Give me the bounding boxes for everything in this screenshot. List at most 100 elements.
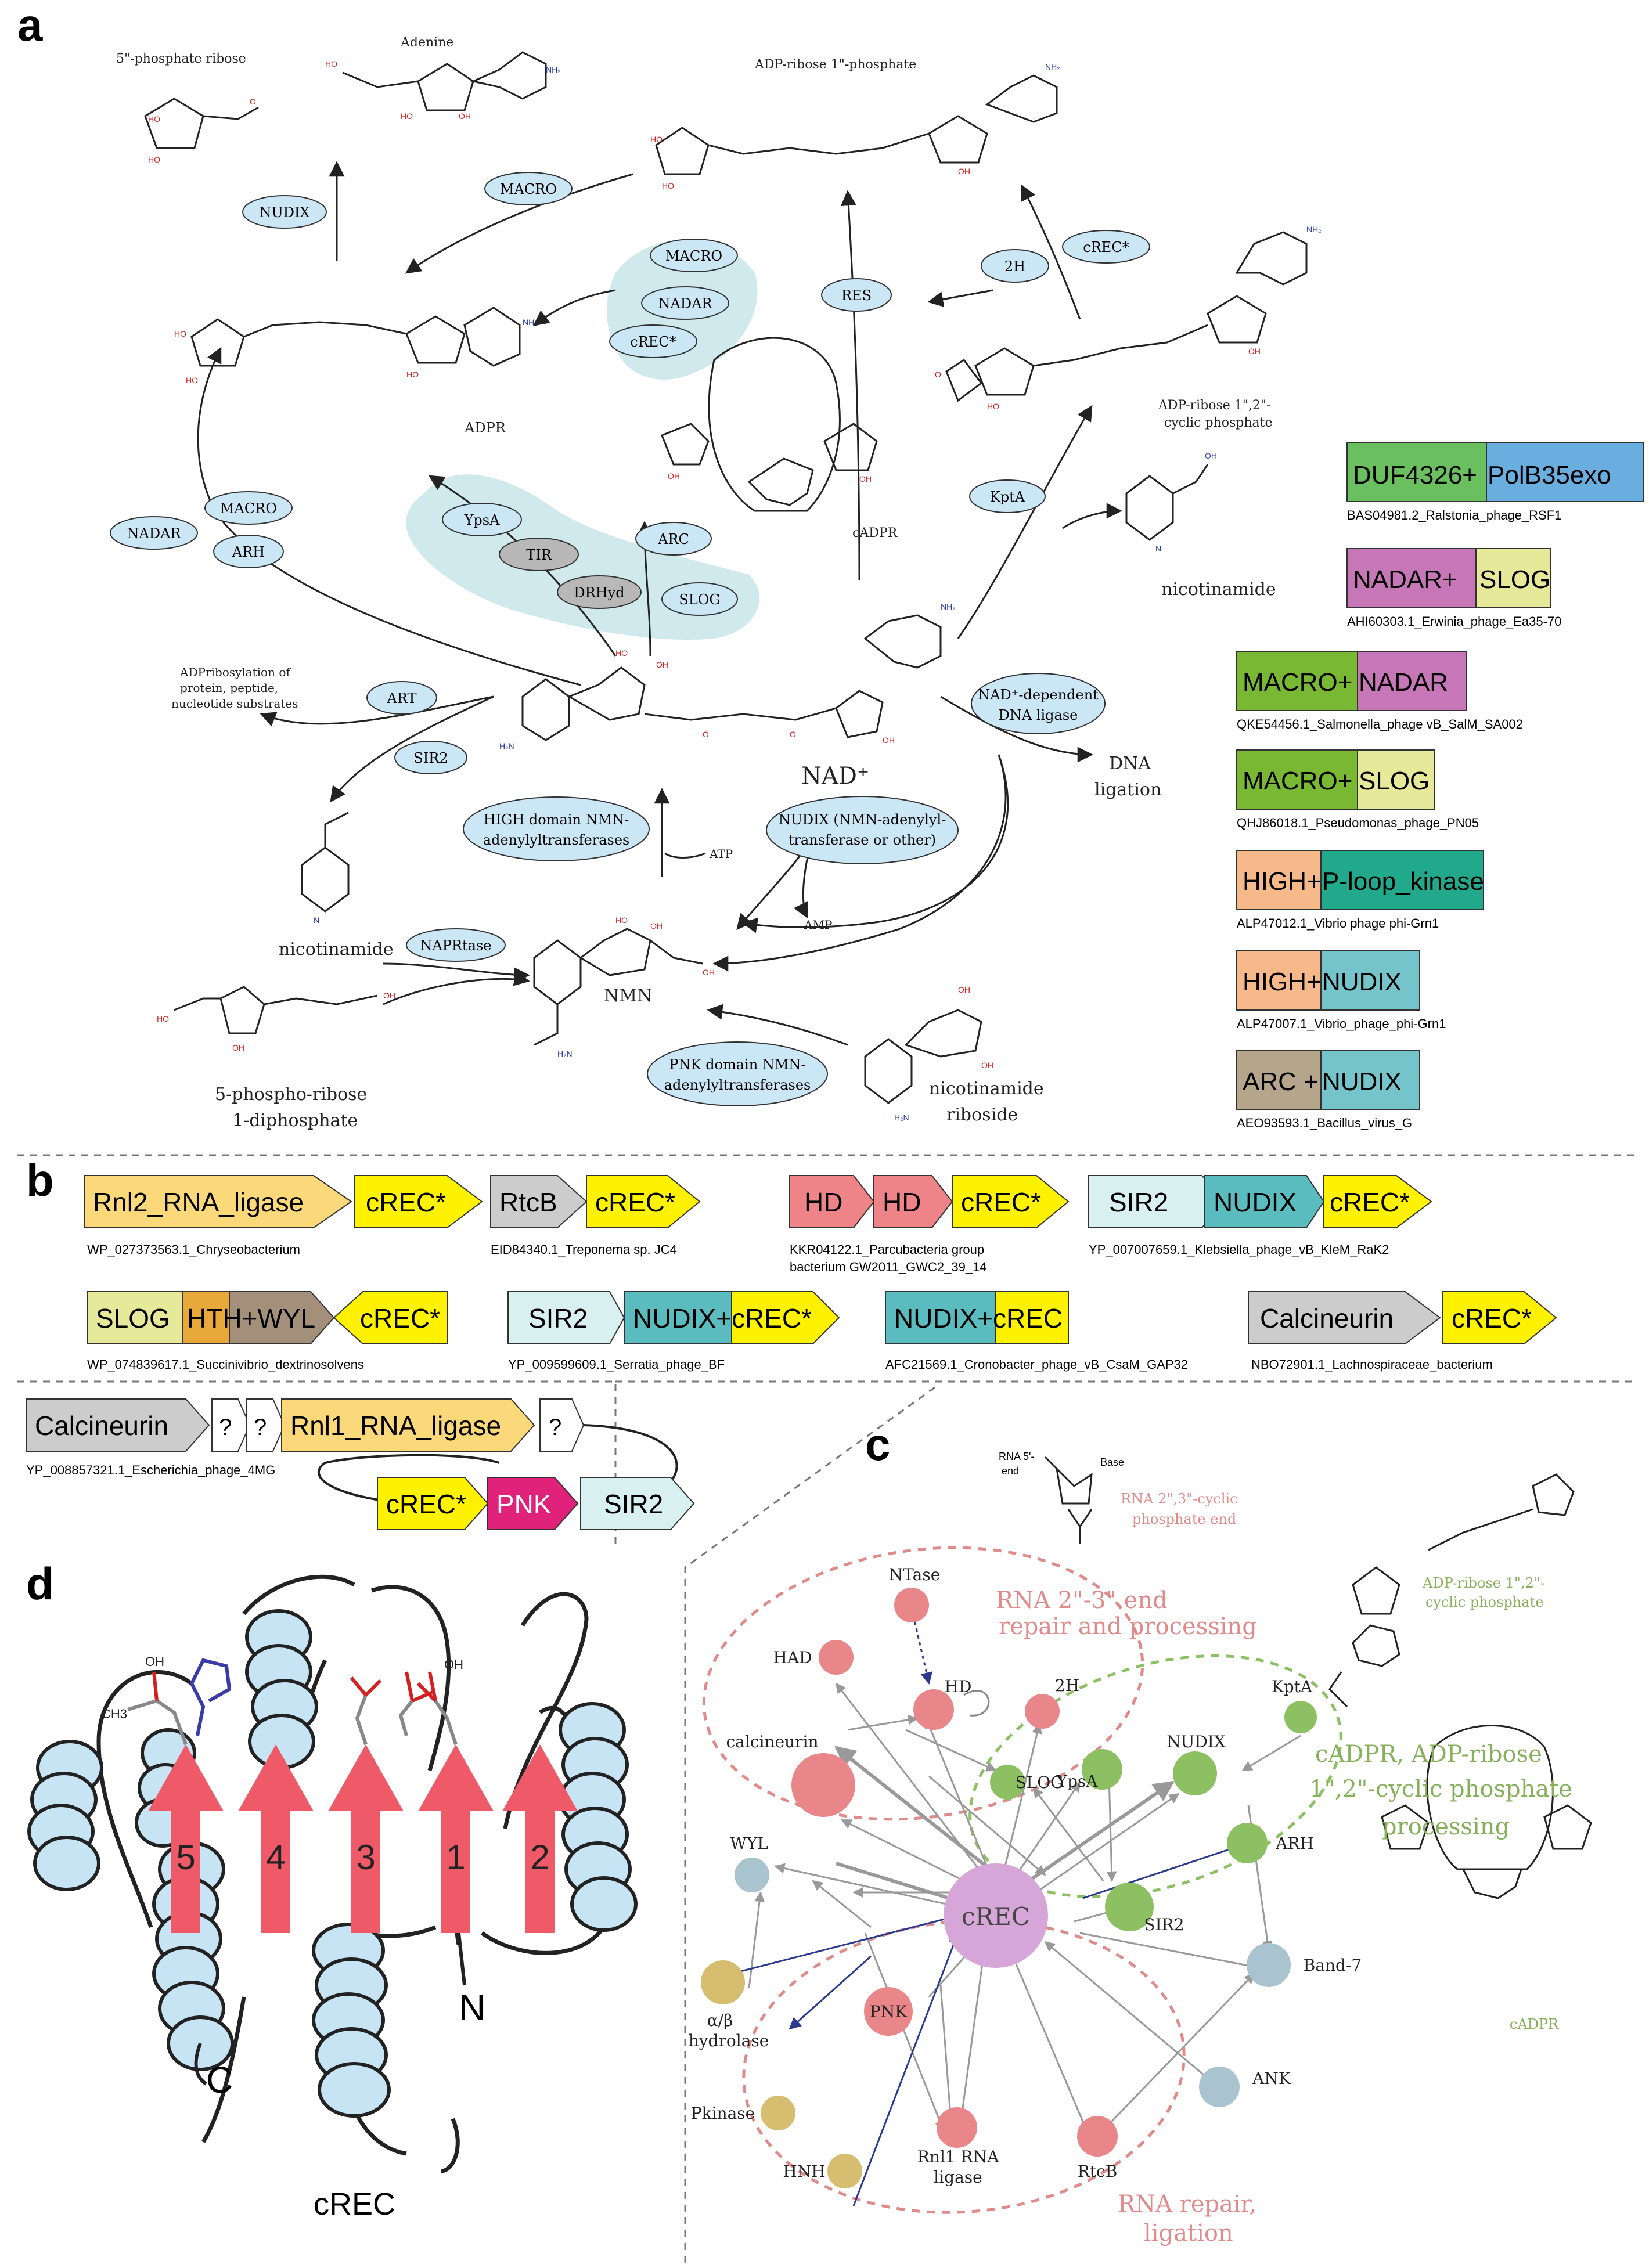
enzyme-naprtase: NAPRtase (406, 928, 506, 962)
svg-text:HIGH+: HIGH+ (1243, 968, 1322, 996)
svg-text:YP_009599609.1_Serratia_phage_: YP_009599609.1_Serratia_phage_BF (508, 1357, 725, 1372)
svg-text:O: O (250, 97, 256, 106)
svg-text:OH: OH (859, 474, 872, 484)
svg-text:AEO93593.1_Bacillus_virus_G: AEO93593.1_Bacillus_virus_G (1237, 1116, 1412, 1130)
svg-text:MACRO: MACRO (220, 500, 277, 517)
svg-text:NH₂: NH₂ (523, 318, 538, 327)
label-amp: AMP (804, 918, 832, 932)
svg-text:ARC: ARC (657, 531, 689, 547)
label-5-phosphate-ribose: 5"-phosphate ribose (116, 52, 246, 66)
svg-text:KptA: KptA (990, 489, 1025, 505)
enzyme-nadar-left: NADAR (110, 516, 198, 550)
svg-text:DUF4326+: DUF4326+ (1353, 461, 1477, 489)
node-slog: SLOG (990, 1765, 1064, 1800)
svg-text:OH: OH (668, 471, 680, 481)
svg-text:?: ? (549, 1415, 561, 1440)
enzyme-macro-highlight: MACRO (650, 239, 738, 272)
svg-text:BAS04981.2_Ralstonia_phage_RSF: BAS04981.2_Ralstonia_phage_RSF1 (1347, 508, 1561, 522)
network-nodes: cREC NTase HAD HD 2H calcineurin SLOG Yp… (689, 1565, 1362, 2188)
svg-text:PNK: PNK (496, 1489, 552, 1519)
region-rnarep-line2: ligation (1144, 2220, 1233, 2247)
svg-text:MACRO: MACRO (665, 248, 722, 264)
inset-base: Base (1100, 1456, 1124, 1468)
svg-text:P-loop_kinase: P-loop_kinase (1322, 867, 1484, 896)
protein-helices (27, 1609, 638, 2118)
svg-text:ligase: ligase (934, 2168, 982, 2187)
label-adpribosylation-1: ADPribosylation of (179, 665, 291, 679)
svg-text:NADAR: NADAR (1359, 668, 1448, 697)
strand-label-5: 5 (176, 1838, 195, 1877)
svg-text:AHI60303.1_Erwinia_phage_Ea35-: AHI60303.1_Erwinia_phage_Ea35-70 (1347, 614, 1561, 629)
region-cadpr-line3: processing (1382, 1813, 1510, 1840)
enzymes: NUDIX MACRO MACRO NADAR cREC* RES 2H cRE… (110, 172, 1150, 1106)
svg-text:NH₂: NH₂ (546, 65, 561, 74)
label-nmn: NMN (604, 986, 652, 1006)
svg-text:SLOG: SLOG (679, 592, 720, 608)
svg-text:NUDIX+cREC*: NUDIX+cREC* (633, 1303, 812, 1333)
svg-text:ALP47012.1_Vibrio phage phi-Gr: ALP47012.1_Vibrio phage phi-Grn1 (1237, 916, 1439, 931)
fusion-high-nudix: HIGH+ NUDIX ALP47007.1_Vibrio_phage_phi-… (1236, 950, 1446, 1031)
svg-text:PNK: PNK (870, 2002, 908, 2021)
region-cadpr-line2: 1",2"-cyclic phosphate (1309, 1776, 1572, 1802)
inset-rna-end (1044, 1456, 1093, 1544)
svg-text:HD: HD (945, 1677, 972, 1696)
label-dna-ligation-2: ligation (1094, 780, 1161, 800)
inset-adpr-cyclic-2: cyclic phosphate (1425, 1594, 1543, 1610)
svg-text:HO: HO (406, 370, 419, 379)
enzyme-drhyd: DRHyd (557, 575, 642, 609)
svg-text:OH: OH (656, 660, 668, 669)
svg-text:adenylyltransferases: adenylyltransferases (483, 832, 630, 848)
region-rnarep-line1: RNA repair, (1118, 2191, 1256, 2217)
svg-text:HAD: HAD (773, 1648, 812, 1667)
svg-text:OH: OH (650, 921, 663, 931)
svg-text:NUDIX: NUDIX (1166, 1732, 1226, 1751)
panel-a: a (17, 0, 1644, 1131)
operon-nudixcrec: NUDIX+cREC AFC21569.1_Cronobacter_phage_… (885, 1291, 1188, 1372)
fusion-macro-slog: MACRO+ SLOG QHJ86018.1_Pseudomonas_phage… (1236, 749, 1479, 830)
svg-text:cREC*: cREC* (595, 1187, 675, 1217)
molecule-sketches (144, 51, 1308, 1104)
side-chains (127, 1658, 458, 1746)
enzyme-art: ART (366, 681, 437, 715)
label-adenine: Adenine (400, 35, 453, 50)
svg-text:N: N (314, 915, 319, 925)
svg-text:cREC*: cREC* (386, 1489, 466, 1519)
svg-text:SIR2: SIR2 (604, 1489, 663, 1519)
svg-text:PolB35exo: PolB35exo (1488, 461, 1611, 489)
label-nr-1: nicotinamide (929, 1079, 1044, 1099)
svg-text:Rnl1_RNA_ligase: Rnl1_RNA_ligase (290, 1411, 501, 1441)
enzyme-slog: SLOG (661, 582, 738, 616)
svg-text:hydrolase: hydrolase (689, 2031, 769, 2050)
region-rna23-line1: RNA 2"-3" end (996, 1587, 1168, 1614)
label-adpribosylation-3: nucleotide substrates (171, 697, 298, 711)
svg-text:NAPRtase: NAPRtase (420, 938, 491, 954)
svg-text:HIGH+: HIGH+ (1243, 867, 1322, 896)
svg-text:2H: 2H (1004, 258, 1025, 275)
inset-rna-cyclic-2: phosphate end (1132, 1511, 1236, 1527)
svg-text:HO: HO (650, 135, 663, 144)
svg-text:OH: OH (703, 968, 715, 977)
svg-text:ARC +: ARC + (1243, 1068, 1319, 1096)
svg-text:KptA: KptA (1272, 1677, 1313, 1696)
enzyme-kpta: KptA (969, 479, 1046, 513)
svg-text:O: O (790, 730, 796, 739)
panel-b-letter: b (26, 1155, 54, 1206)
svg-text:SLOG: SLOG (1479, 565, 1550, 594)
svg-text:OH: OH (444, 1657, 463, 1672)
svg-text:HO: HO (662, 181, 674, 190)
label-prpp-2: 1-diphosphate (232, 1110, 358, 1131)
operon-slog-hth-crec: SLOG HTH+WYL cREC* WP_074839617.1_Succin… (87, 1291, 448, 1372)
svg-text:YP_008857321.1_Escherichia_pha: YP_008857321.1_Escherichia_phage_4MG (26, 1463, 275, 1477)
enzyme-macro-top: MACRO (484, 172, 573, 205)
enzyme-nudix-nmn: NUDIX (NMN-adenylyl-transferase or other… (766, 796, 959, 864)
svg-text:HO: HO (148, 155, 160, 164)
svg-text:SIR2: SIR2 (1144, 1915, 1184, 1934)
svg-text:bacterium GW2011_GWC2_39_14: bacterium GW2011_GWC2_39_14 (790, 1260, 987, 1274)
node-wyl: WYL (730, 1834, 769, 1892)
node-crec: cREC (944, 1863, 1048, 1968)
svg-text:MACRO: MACRO (500, 181, 557, 197)
helix-right (559, 1702, 638, 1932)
inset-rna-cyclic-1: RNA 2",3"-cyclic (1121, 1491, 1238, 1507)
svg-text:SLOG: SLOG (96, 1303, 170, 1333)
